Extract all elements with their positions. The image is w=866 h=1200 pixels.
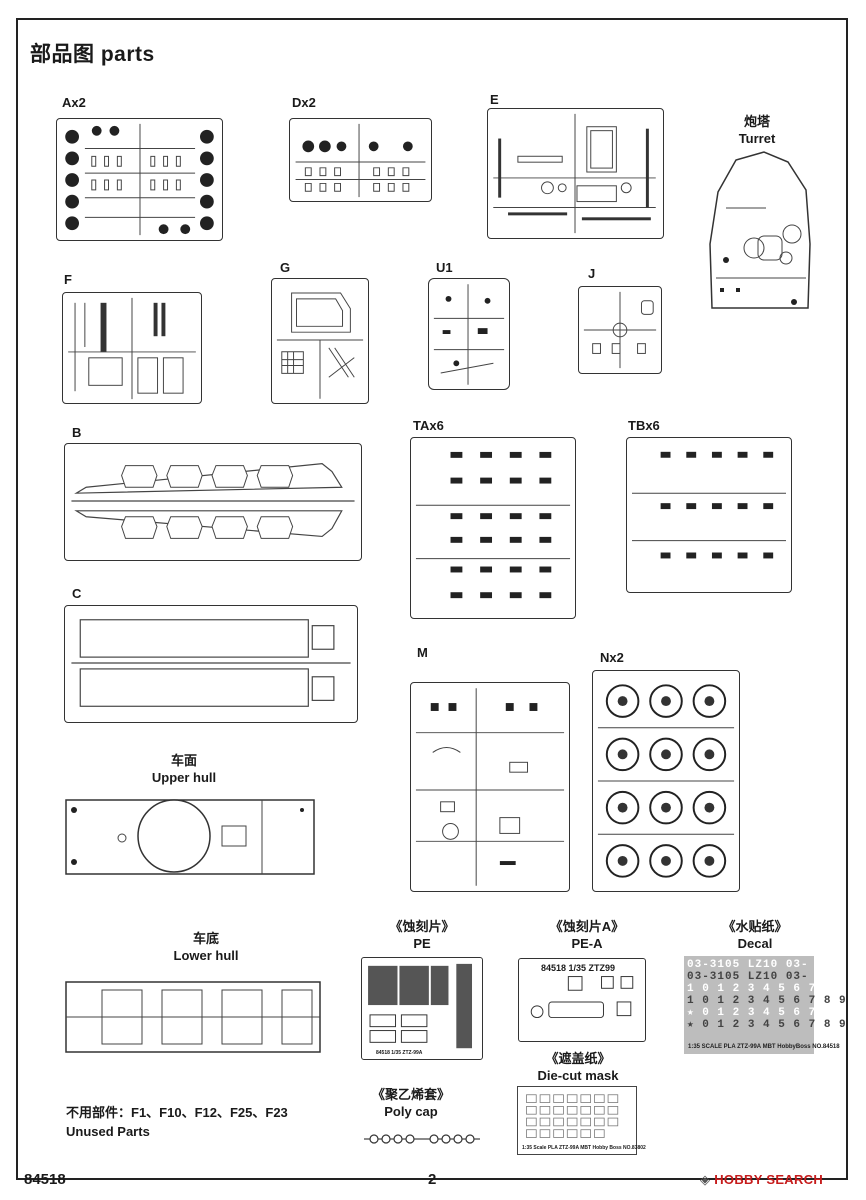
unused-parts-en: Unused Parts: [66, 1124, 150, 1139]
sprue-dx2: [289, 118, 432, 202]
sprue-tbx6: [626, 437, 792, 593]
sprue-b: [64, 443, 362, 561]
sprue-u1: [428, 278, 510, 390]
sprue-label-f: F: [64, 272, 72, 287]
decal-footer: 1:35 SCALE PLA ZTZ-99A MBT HobbyBoss NO.…: [688, 1044, 840, 1050]
sprue-label-c: C: [72, 586, 82, 601]
sprue-tax6: [410, 437, 576, 619]
decal-row: 1 0 1 2 3 4 5 6 7 8 9: [687, 983, 847, 995]
decal-row: 03-3105 LZ10 03-: [687, 971, 809, 983]
lower-hull-drawing: [65, 981, 321, 1053]
turret-label-cn: 炮塔: [743, 114, 770, 129]
decal-row: 1 0 1 2 3 4 5 6 7 8 9: [687, 995, 847, 1007]
pea-fret: 84518 1/35 ZTZ99: [518, 958, 646, 1042]
upper-hull-drawing: [65, 799, 315, 875]
polycap-label-en: Poly cap: [384, 1104, 438, 1119]
mask-label-cn: 《遮盖纸》: [545, 1051, 611, 1066]
polycap-label: 《聚乙烯套》 Poly cap: [356, 1086, 466, 1120]
pea-title: 84518 1/35 ZTZ99: [541, 963, 616, 973]
die-cut-mask: 1:35 Scale PLA ZTZ-99A MBT Hobby Boss NO…: [517, 1086, 646, 1155]
pe-label-cn: 《蚀刻片》: [389, 919, 455, 934]
sprue-label-tax6: TAx6: [413, 418, 444, 433]
sprue-j: [578, 286, 662, 374]
sprue-label-nx2: Nx2: [600, 650, 624, 665]
decal-row: ★ 0 1 2 3 4 5 6 7 8 9: [687, 1019, 847, 1031]
pe-label-en: PE: [413, 936, 431, 951]
unused-parts-cn: 不用部件：F1、F10、F12、F25、F23: [66, 1105, 288, 1120]
sprue-c: [64, 605, 358, 723]
sprue-g: [271, 278, 369, 404]
sprue-label-j: J: [588, 266, 596, 281]
watermark: ◈ HOBBY SEARCH: [700, 1172, 823, 1188]
decal-label-cn: 《水贴纸》: [722, 919, 788, 934]
sprue-f: [62, 292, 202, 404]
sprue-label-m: M: [417, 645, 428, 660]
page-title: 部品图 parts: [30, 43, 155, 66]
sprue-label-b: B: [72, 425, 82, 440]
upper-hull-label-en: Upper hull: [151, 770, 217, 785]
mask-footer: 1:35 Scale PLA ZTZ-99A MBT Hobby Boss NO…: [522, 1145, 646, 1151]
turret-drawing: [709, 151, 811, 309]
kit-number: 84518: [24, 1171, 66, 1188]
sprue-label-dx2: Dx2: [292, 95, 316, 110]
decal-label: 《水贴纸》 Decal: [710, 918, 800, 952]
pea-label-en: PE-A: [571, 936, 603, 951]
polycap-label-cn: 《聚乙烯套》: [371, 1087, 450, 1102]
pe-label: 《蚀刻片》 PE: [382, 918, 462, 952]
upper-hull-label-cn: 车面: [170, 753, 197, 768]
pe-fret: 84518 1/35 ZTZ-99A: [361, 957, 483, 1060]
pe-footer: 84518 1/35 ZTZ-99A: [376, 1050, 423, 1056]
page-frame: [16, 18, 848, 1180]
lower-hull-label: 车底 Lower hull: [166, 930, 246, 964]
mask-label-en: Die-cut mask: [537, 1068, 619, 1083]
sprue-label-ax2: Ax2: [62, 95, 86, 110]
upper-hull-label: 车面 Upper hull: [144, 752, 224, 786]
turret-label-en: Turret: [738, 131, 776, 146]
decal-sheet: 03-3105 LZ10 03- 03-3105 LZ10 03- 1 0 1 …: [684, 956, 847, 1054]
sprue-e: [487, 108, 664, 239]
sprue-m: [410, 682, 570, 892]
pea-label: 《蚀刻片A》 PE-A: [542, 918, 632, 952]
decal-label-en: Decal: [737, 936, 773, 951]
watermark-logo-icon: ◈: [700, 1172, 715, 1187]
sprue-label-g: G: [280, 260, 291, 275]
watermark-text: HOBBY SEARCH: [714, 1172, 824, 1187]
decal-row: ★ 0 1 2 3 4 5 6 7 8 9: [687, 1007, 847, 1019]
polycap-drawing: [364, 1134, 480, 1144]
sprue-label-u1: U1: [436, 260, 453, 275]
page-number: 2: [428, 1171, 437, 1188]
sprue-ax2: [56, 118, 223, 241]
decal-row: 03-3105 LZ10 03-: [687, 959, 809, 971]
mask-label: 《遮盖纸》 Die-cut mask: [530, 1050, 626, 1084]
sprue-nx2: [592, 670, 740, 892]
turret-label: 炮塔 Turret: [722, 113, 792, 147]
pea-label-cn: 《蚀刻片A》: [549, 919, 625, 934]
sprue-label-e: E: [490, 92, 499, 107]
lower-hull-label-cn: 车底: [192, 931, 219, 946]
sprue-label-tbx6: TBx6: [628, 418, 660, 433]
lower-hull-label-en: Lower hull: [173, 948, 239, 963]
unused-parts-note: 不用部件：F1、F10、F12、F25、F23 Unused Parts: [66, 1103, 288, 1141]
